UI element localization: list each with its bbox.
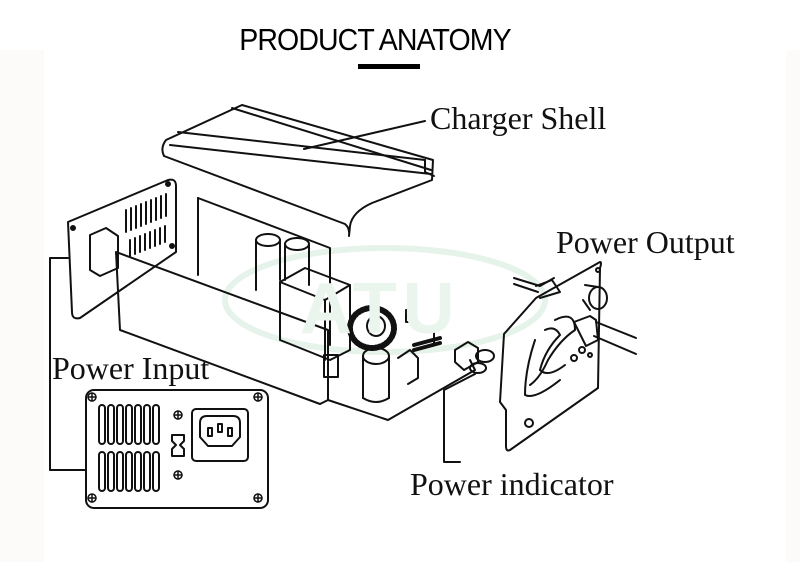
indicator-leader-line — [443, 373, 476, 463]
resistor — [405, 309, 414, 323]
watermark-ring — [222, 245, 548, 355]
rear-panel — [67, 178, 177, 320]
filter-capacitor — [362, 347, 390, 403]
indicator-led — [454, 341, 495, 374]
output-knob — [582, 284, 608, 311]
right-margin-tint — [786, 50, 800, 562]
title-underline — [358, 64, 420, 69]
shell-leader-line — [303, 120, 426, 150]
transformer — [279, 267, 351, 361]
fan-guard — [524, 315, 576, 428]
label-power-input: Power Input — [52, 350, 210, 386]
heatsink-part — [397, 349, 419, 385]
watermark-text: ATU — [300, 269, 461, 349]
front-panel — [499, 261, 637, 452]
power-input-panel — [85, 389, 269, 509]
label-power-output: Power Output — [556, 224, 735, 260]
screw-icons — [87, 392, 263, 503]
fuse-holder — [171, 434, 185, 457]
left-margin-tint — [0, 50, 44, 562]
circuit-board — [255, 233, 495, 421]
input-leader-line — [49, 257, 87, 471]
capacitor-pair — [255, 233, 310, 291]
relay — [323, 354, 339, 378]
bracket — [425, 325, 435, 346]
output-cable — [573, 315, 637, 355]
charger-shell — [161, 104, 435, 237]
header-pins — [412, 336, 442, 352]
label-charger-shell: Charger Shell — [430, 100, 607, 136]
page-title: PRODUCT ANATOMY — [239, 22, 511, 57]
iec-power-socket — [191, 408, 249, 462]
vent-slots — [98, 404, 160, 492]
input-wire — [513, 277, 561, 299]
label-power-indicator: Power indicator — [410, 466, 614, 502]
fan-grille-slots — [125, 193, 167, 257]
housing-wall — [115, 197, 331, 405]
